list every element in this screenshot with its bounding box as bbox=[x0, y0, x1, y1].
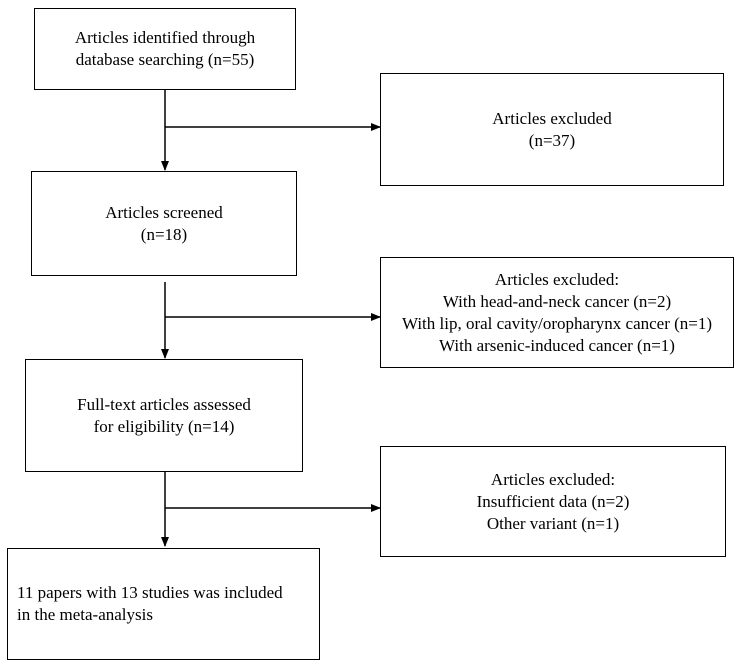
box-fulltext-line-1: Full-text articles assessed bbox=[77, 394, 251, 414]
box-excluded-2: Articles excluded: With head-and-neck ca… bbox=[380, 257, 734, 368]
box-excluded-3-line-2: Insufficient data (n=2) bbox=[476, 491, 630, 511]
box-excluded-1-line-1: Articles excluded bbox=[492, 108, 612, 128]
box-identified-line-1: Articles identified through bbox=[74, 28, 256, 47]
box-included-line-2: in the meta-analysis bbox=[17, 605, 153, 624]
box-identified: Articles identified through database sea… bbox=[34, 8, 296, 90]
box-screened-line-2: (n=18) bbox=[140, 224, 188, 244]
box-fulltext: Full-text articles assessed for eligibil… bbox=[25, 359, 303, 472]
box-included-line-1: 11 papers with 13 studies was included bbox=[17, 583, 283, 602]
box-excluded-1-line-2: (n=37) bbox=[528, 130, 576, 150]
box-fulltext-line-2: for eligibility (n=14) bbox=[93, 416, 235, 436]
box-included: 11 papers with 13 studies was included i… bbox=[7, 548, 320, 660]
box-excluded-1: Articles excluded (n=37) bbox=[380, 73, 724, 186]
box-excluded-3-line-1: Articles excluded: bbox=[490, 469, 616, 489]
box-screened: Articles screened (n=18) bbox=[31, 171, 297, 276]
box-screened-line-1: Articles screened bbox=[105, 202, 223, 222]
box-excluded-2-line-4: With arsenic-induced cancer (n=1) bbox=[439, 335, 675, 355]
box-excluded-3: Articles excluded: Insufficient data (n=… bbox=[380, 446, 726, 557]
box-excluded-2-line-2: With head-and-neck cancer (n=2) bbox=[442, 291, 672, 311]
box-excluded-2-line-3: With lip, oral cavity/oropharynx cancer … bbox=[401, 313, 713, 333]
box-identified-line-2: database searching (n=55) bbox=[75, 50, 255, 69]
box-excluded-2-line-1: Articles excluded: bbox=[494, 269, 620, 289]
box-excluded-3-line-3: Other variant (n=1) bbox=[486, 513, 620, 533]
